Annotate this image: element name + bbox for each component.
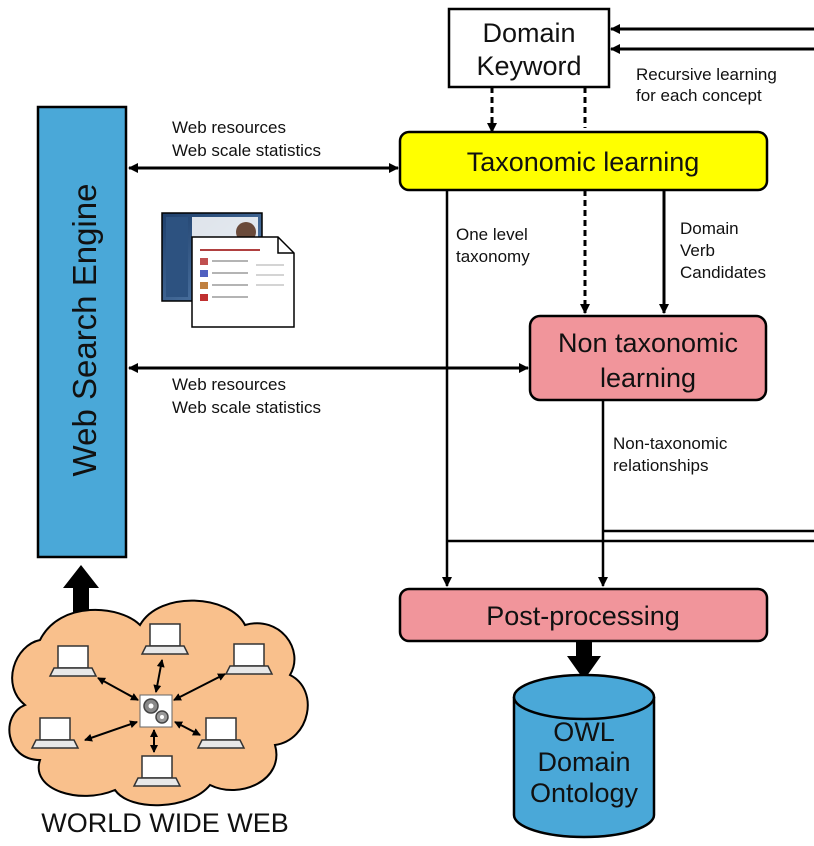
www-label: WORLD WIDE WEB xyxy=(41,808,289,838)
domain-keyword-node: Domain Keyword xyxy=(447,7,611,89)
post-processing-label: Post-processing xyxy=(486,601,680,631)
web-resources-label-1: Web resources xyxy=(172,118,286,137)
post-to-ontology-arrow xyxy=(567,641,601,680)
verb-label-1: Domain xyxy=(680,219,739,238)
owl-ontology-node: OWL Domain Ontology xyxy=(512,673,656,839)
domain-keyword-line1: Domain xyxy=(482,18,575,48)
web-search-engine-node: Web Search Engine xyxy=(36,105,128,559)
verb-label-3: Candidates xyxy=(680,263,766,282)
web-pages-icon xyxy=(161,212,295,328)
non-taxonomic-line1: Non taxonomic xyxy=(558,328,738,358)
recursive-label-1: Recursive learning xyxy=(636,65,777,84)
recursive-label-2: for each concept xyxy=(636,86,762,105)
taxonomic-learning-node: Taxonomic learning xyxy=(398,130,769,192)
web-search-engine-label: Web Search Engine xyxy=(66,184,103,477)
taxonomic-learning-label: Taxonomic learning xyxy=(467,147,700,177)
web-resources-label-2: Web resources xyxy=(172,375,286,394)
non-taxonomic-learning-node: Non taxonomic learning xyxy=(528,314,768,402)
domain-keyword-line2: Keyword xyxy=(476,51,581,81)
web-stats-label-1: Web scale statistics xyxy=(172,141,321,160)
nontax-rel-label-2: relationships xyxy=(613,456,708,475)
ontology-line3: Ontology xyxy=(530,778,639,808)
post-processing-node: Post-processing xyxy=(398,587,769,643)
recursive-arrows xyxy=(610,24,814,54)
web-stats-label-2: Web scale statistics xyxy=(172,398,321,417)
non-taxonomic-line2: learning xyxy=(600,363,696,393)
www-cloud xyxy=(8,599,309,807)
ontology-line1: OWL xyxy=(553,717,615,747)
one-level-label-1: One level xyxy=(456,225,528,244)
www-to-search-arrow xyxy=(63,565,99,616)
nontax-rel-label-1: Non-taxonomic xyxy=(613,434,728,453)
ontology-line2: Domain xyxy=(537,747,630,777)
feedback-lines xyxy=(447,529,814,543)
verb-label-2: Verb xyxy=(680,241,715,260)
one-level-label-2: taxonomy xyxy=(456,247,530,266)
